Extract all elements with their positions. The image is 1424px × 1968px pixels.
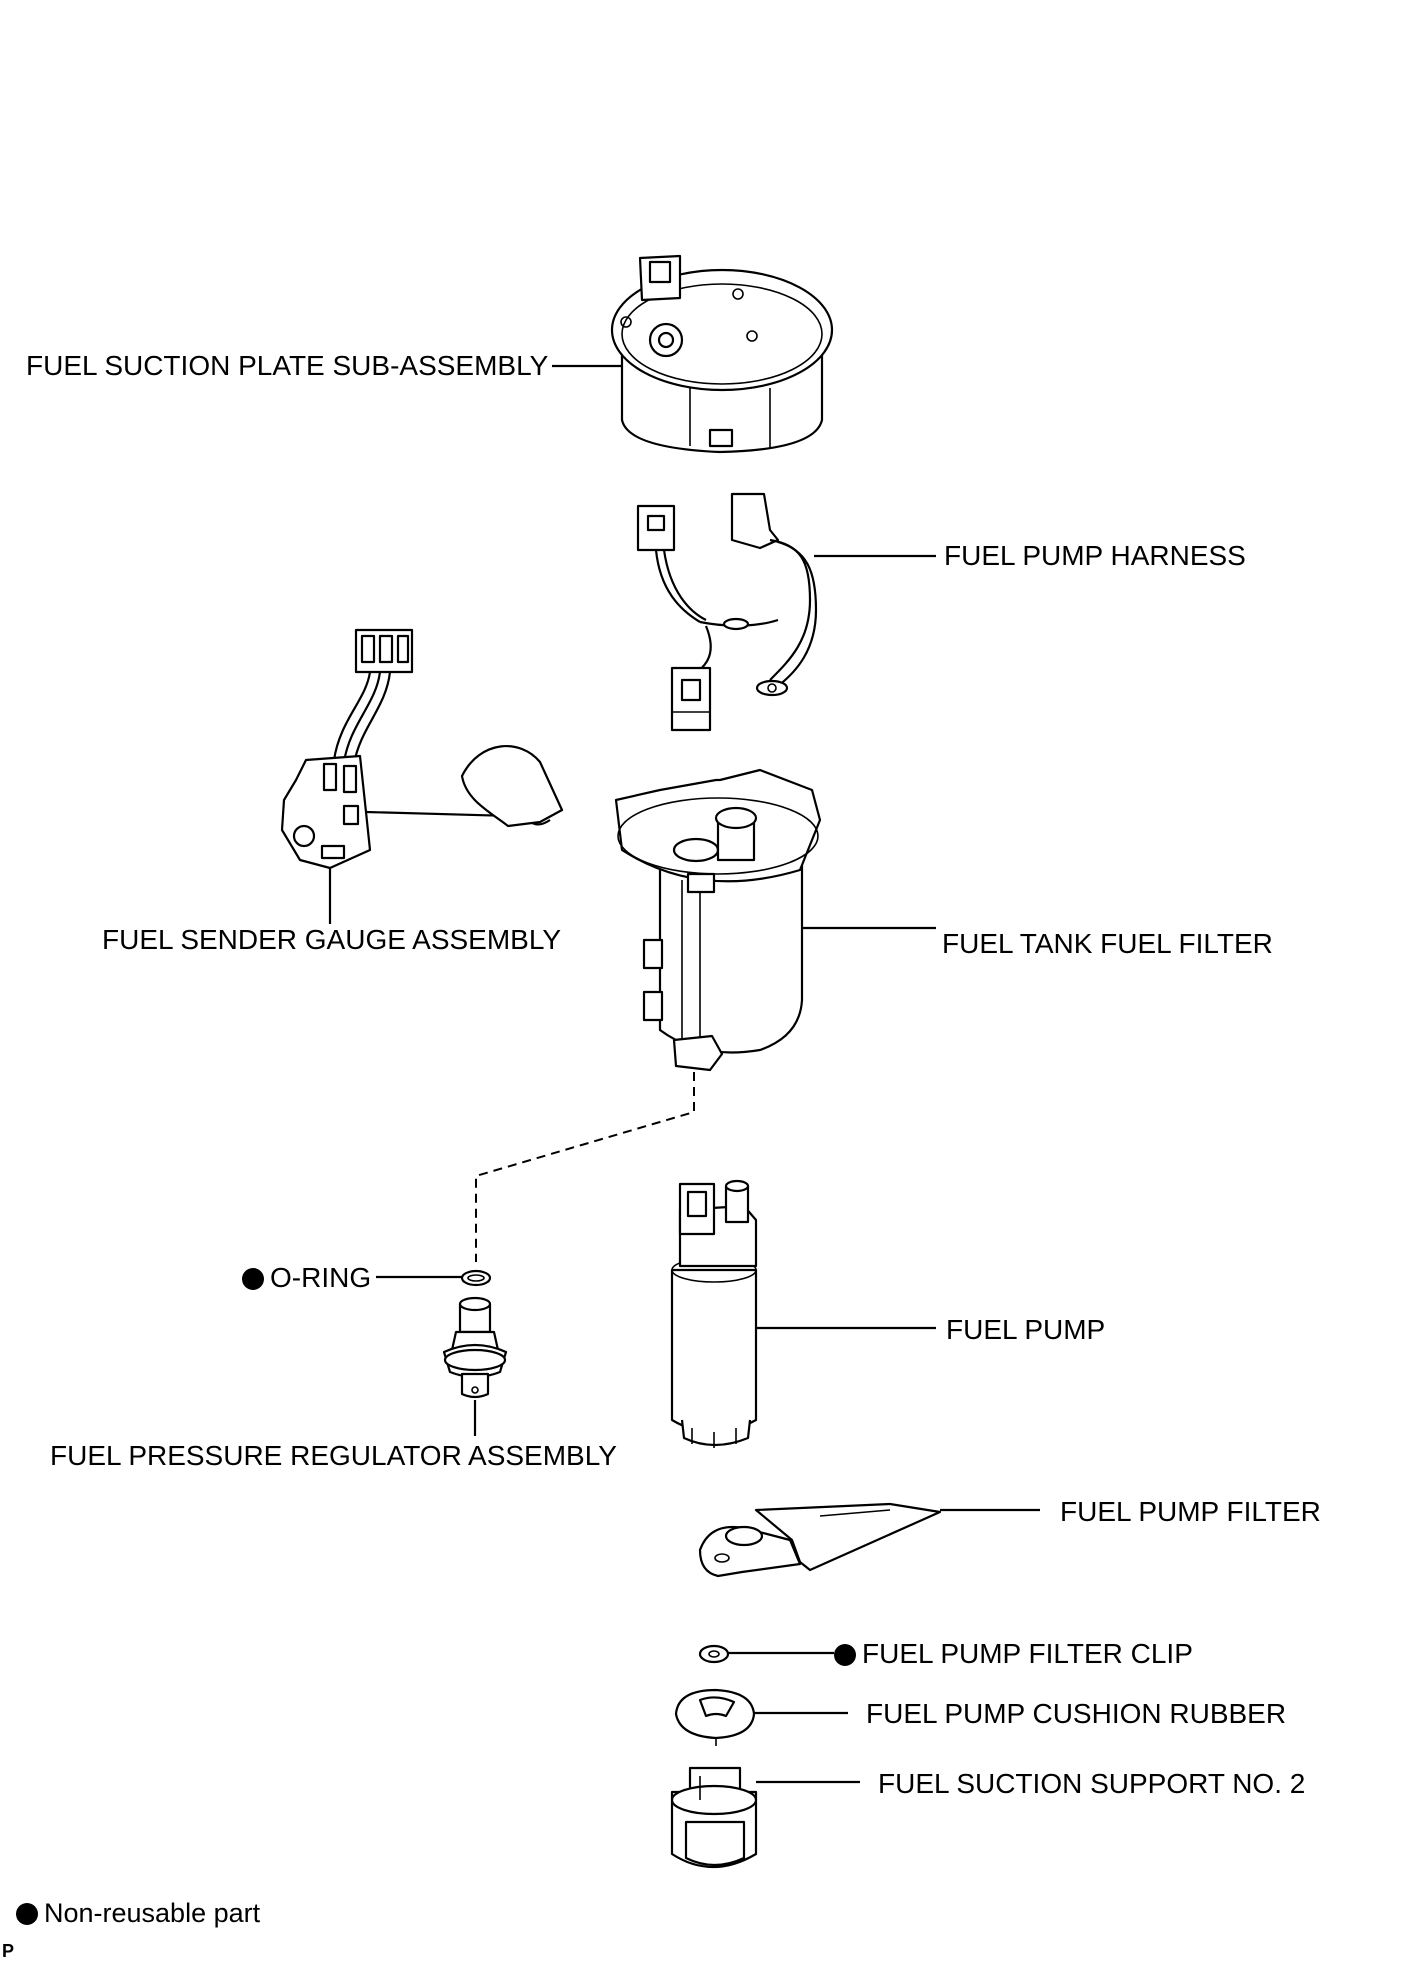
legend: Non-reusable part (16, 1900, 260, 1927)
label-fuel-pressure-regulator: FUEL PRESSURE REGULATOR ASSEMBLY (50, 1440, 617, 1471)
label-fuel-pump-filter-clip: FUEL PUMP FILTER CLIP (834, 1640, 1193, 1668)
label-fuel-suction-plate: FUEL SUCTION PLATE SUB-ASSEMBLY (26, 350, 549, 381)
o-ring-dashed-path (475, 1072, 695, 1262)
fuel-pump-part (670, 1179, 758, 1448)
fuel-tank-fuel-filter-part (614, 768, 822, 1072)
fuel-pump-harness-part (636, 492, 818, 732)
label-fuel-tank-fuel-filter: FUEL TANK FUEL FILTER (942, 928, 1273, 959)
corner-mark: P (2, 1941, 15, 1961)
label-fuel-pump-filter: FUEL PUMP FILTER (1060, 1496, 1321, 1527)
fuel-suction-plate-part (610, 254, 834, 454)
fuel-pump-filter-clip-text: FUEL PUMP FILTER CLIP (862, 1638, 1193, 1669)
legend-dot-icon (16, 1903, 38, 1925)
non-reusable-dot-icon (834, 1644, 856, 1666)
fuel-suction-support-part (670, 1766, 758, 1869)
label-fuel-pump-harness: FUEL PUMP HARNESS (944, 540, 1246, 571)
fuel-pump-cushion-rubber-part (674, 1688, 756, 1746)
non-reusable-dot-icon (242, 1268, 264, 1290)
label-fuel-pump: FUEL PUMP (946, 1314, 1106, 1345)
label-fuel-pump-cushion-rubber: FUEL PUMP CUSHION RUBBER (866, 1698, 1287, 1729)
fuel-sender-gauge-part (280, 628, 564, 870)
o-ring-part (460, 1269, 492, 1287)
fuel-pressure-regulator-part (442, 1296, 508, 1399)
label-fuel-suction-support: FUEL SUCTION SUPPORT NO. 2 (878, 1768, 1306, 1799)
fuel-pump-filter-part (698, 1502, 942, 1578)
label-fuel-sender-gauge: FUEL SENDER GAUGE ASSEMBLY (102, 924, 562, 955)
legend-text: Non-reusable part (44, 1898, 261, 1928)
o-ring-text: O-RING (270, 1262, 372, 1293)
label-o-ring: O-RING (242, 1264, 371, 1292)
fuel-pump-filter-clip-part (698, 1644, 730, 1664)
